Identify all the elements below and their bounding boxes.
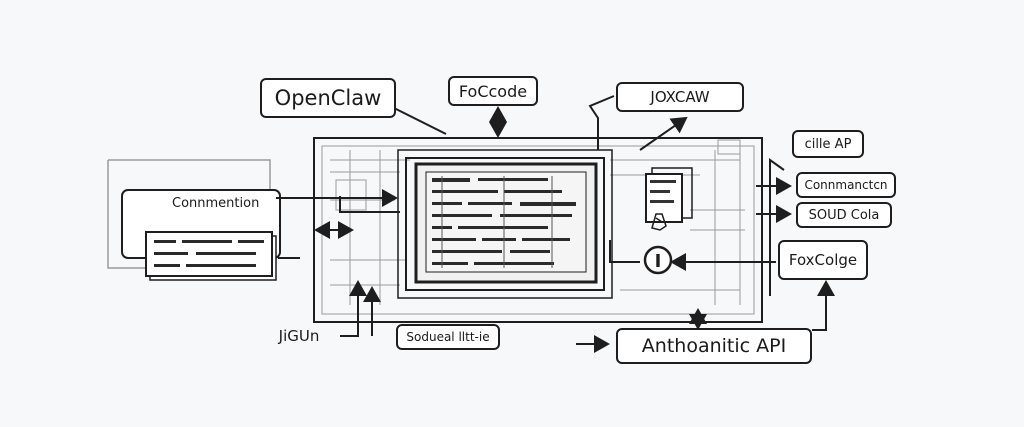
central-screen-inner	[425, 171, 587, 273]
connmention-card-lines	[154, 240, 264, 267]
info-circle-glyph: I	[655, 251, 662, 272]
cille-ap-label: cille AP	[792, 130, 864, 158]
hand-icon	[651, 213, 667, 231]
screen-stack-middle	[405, 157, 605, 291]
screen-text-lines	[432, 178, 576, 265]
soud-cola-label: SOUD Cola	[796, 202, 892, 228]
connmention-label: Connmention	[172, 196, 260, 211]
jigun-label: JiGUn	[278, 327, 320, 345]
screen-stack-back	[397, 149, 613, 299]
sodueal-label: Sodueal lltt-ie	[396, 324, 500, 350]
side-window-lines	[650, 180, 676, 203]
internal-sketch-lines	[330, 139, 745, 305]
connmention-back-frame	[107, 159, 271, 269]
foxcolge-label: FoxColge	[778, 240, 868, 280]
openclaw-label: OpenClaw	[260, 78, 396, 118]
screen-column-ticks	[441, 176, 553, 268]
connmanctc-label: Connmanctc​n	[796, 172, 896, 198]
focode-label: FoCcode	[448, 76, 538, 106]
joxcaw-label: JOXCAW	[616, 82, 744, 112]
anthoanitic-api-label: Anthoanitic API	[616, 328, 812, 364]
connector-lines	[276, 95, 835, 353]
